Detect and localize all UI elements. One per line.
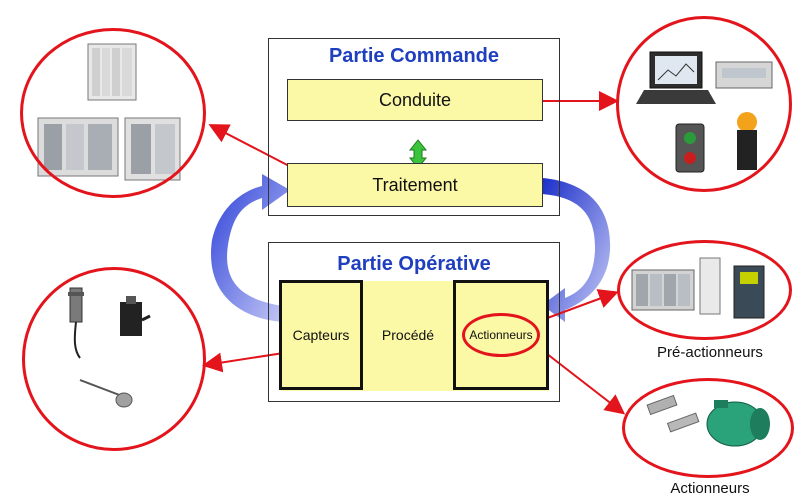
sensors-circle <box>22 267 206 451</box>
partie-commande-box: Partie Commande Conduite Traitement <box>268 38 560 216</box>
actuators-circle <box>622 378 794 478</box>
actionneurs-highlight: Actionneurs <box>462 313 540 357</box>
traitement-block: Traitement <box>287 163 543 207</box>
actionneurs-block: Actionneurs <box>453 280 549 390</box>
pre-actionneurs-caption: Pré-actionneurs <box>657 344 763 361</box>
capteurs-label: Capteurs <box>292 327 350 343</box>
traitement-label: Traitement <box>372 174 458 195</box>
actionneurs-label: Actionneurs <box>469 328 533 342</box>
conduite-label: Conduite <box>378 89 452 110</box>
partie-operative-title: Partie Opérative <box>337 253 491 275</box>
procede-label: Procédé <box>381 327 435 343</box>
partie-commande-title: Partie Commande <box>328 45 500 67</box>
hmi-circle <box>616 16 792 192</box>
arrow-actionneurs-to-pre <box>541 289 619 321</box>
arrow-actionneurs-to-motors <box>541 349 626 415</box>
procede-block: Procédé <box>363 280 453 390</box>
right-command-arrow <box>542 178 611 322</box>
partie-operative-box: Partie Opérative Capteurs Procédé Action… <box>268 242 560 402</box>
conduite-block: Conduite <box>287 79 543 121</box>
arrow-capteurs-to-sensors <box>202 351 291 373</box>
capteurs-block: Capteurs <box>279 280 363 390</box>
plc-circle <box>20 28 206 198</box>
actionneurs-caption: Actionneurs <box>670 480 750 497</box>
pre-actuators-circle <box>617 240 792 340</box>
left-feedback-arrow <box>210 174 290 322</box>
bidirectional-arrow-icon <box>408 139 428 169</box>
